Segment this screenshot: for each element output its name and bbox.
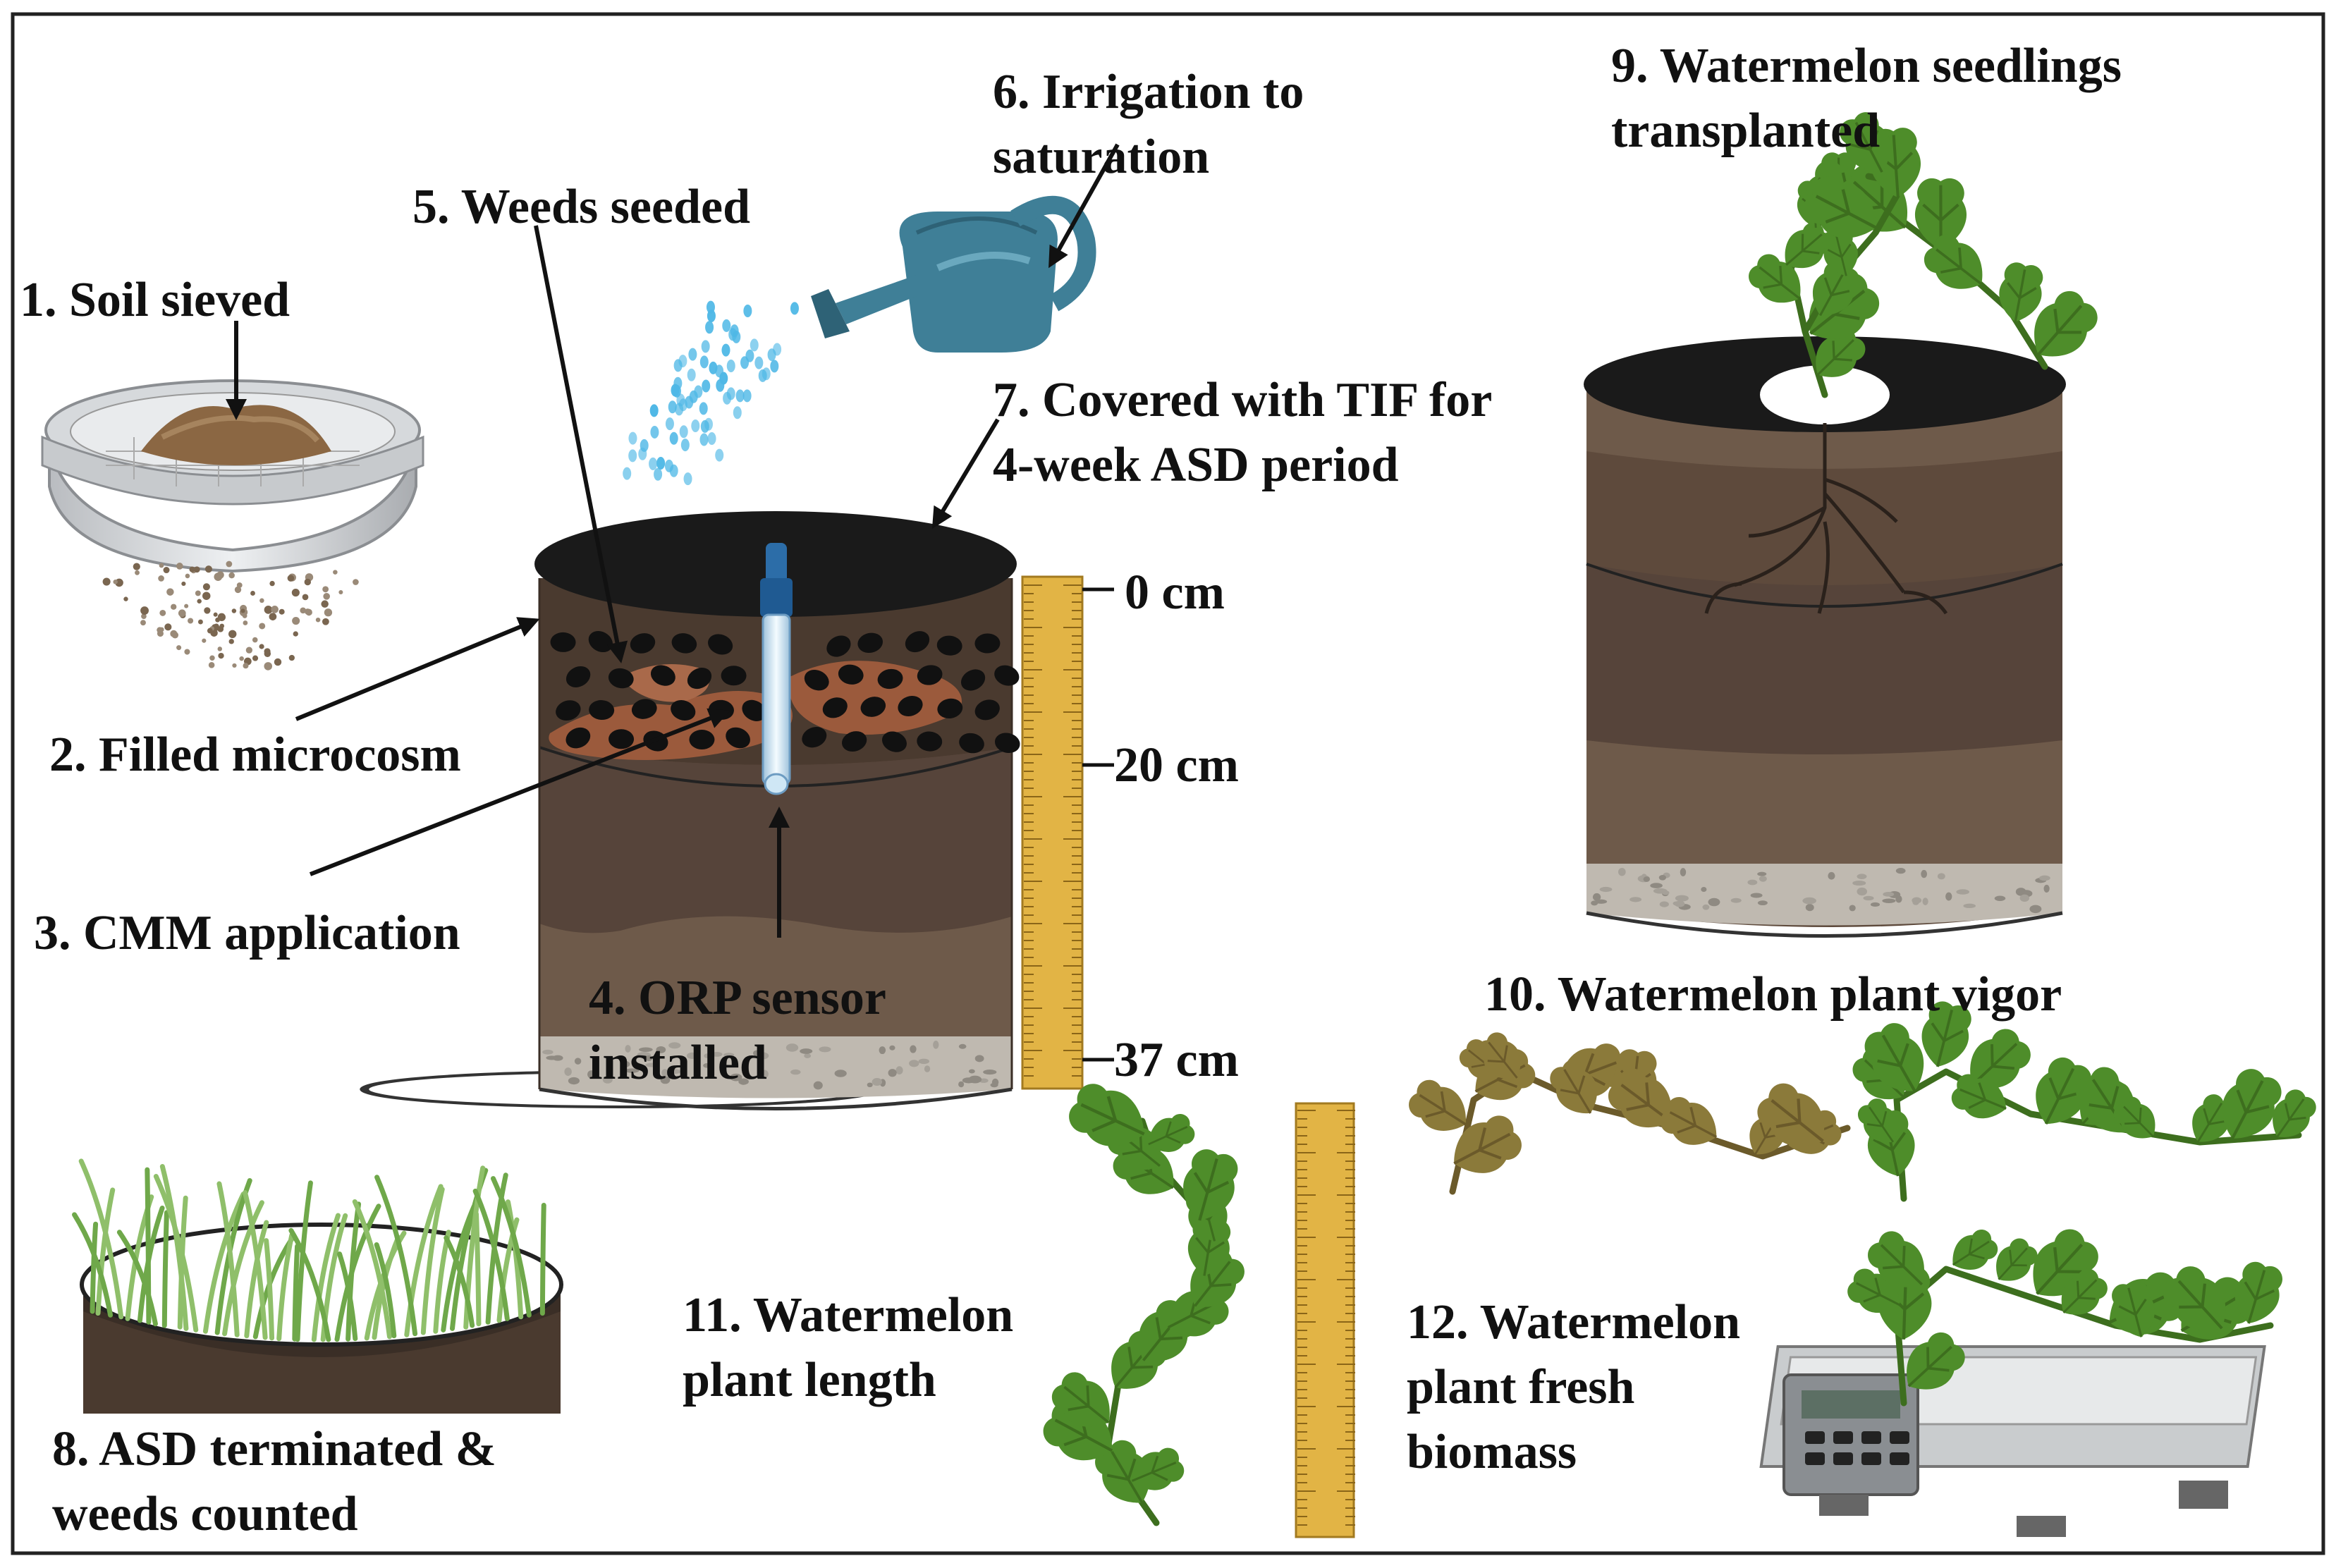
step-8-line-1: 8. ASD terminated &: [52, 1422, 496, 1476]
step-4-line-1: 4. ORP sensor: [589, 971, 886, 1025]
vigorous-plant-icon: [1852, 1001, 2316, 1202]
watering-can-icon: [811, 195, 1096, 353]
seedling-icon: [1749, 112, 2098, 398]
depth-20-label: 20 cm: [1114, 738, 1239, 792]
gravel-layer: [542, 1041, 999, 1090]
step-9-line-2: transplanted: [1611, 104, 1881, 158]
depth-37-label: 37 cm: [1114, 1033, 1239, 1087]
depth-0-label: 0 cm: [1125, 565, 1225, 620]
step-7-line-1: 7. Covered with TIF for: [993, 373, 1493, 427]
step-11-line-2: plant length: [683, 1353, 936, 1407]
step-1-label: 1. Soil sieved: [20, 273, 291, 327]
step-4-line-2: installed: [589, 1036, 767, 1090]
sieve-icon: [41, 379, 424, 573]
step-2-label: 2. Filled microcosm: [49, 728, 461, 782]
step-5-label: 5. Weeds seeded: [412, 180, 750, 234]
arrow-filled: [295, 617, 540, 721]
gravel-layer-9: [1591, 867, 2050, 914]
plant-on-scale: [1847, 1229, 2282, 1407]
step-3-label: 3. CMM application: [34, 906, 460, 960]
step-6-line-1: 6. Irrigation to: [993, 65, 1304, 119]
arrow-cmm: [309, 708, 730, 876]
wilted-plant-icon: [1409, 1032, 1851, 1195]
step-11-line-1: 11. Watermelon: [683, 1288, 1014, 1342]
step-8-line-2: weeds counted: [52, 1487, 358, 1541]
roots: [1704, 423, 1948, 615]
arrow-tif: [931, 418, 1000, 529]
arrow-weeds: [534, 225, 628, 663]
arrows: [226, 143, 1120, 938]
weed-seeds: [550, 631, 1020, 754]
step-9-line-1: 9. Watermelon seedlings: [1611, 39, 2122, 93]
step-10-label: 10. Watermelon plant vigor: [1484, 967, 2062, 1022]
arrow-irrigation: [1048, 143, 1120, 269]
weeds-icon: [72, 1158, 546, 1342]
step-12-line-1: 12. Watermelon: [1407, 1295, 1741, 1349]
plant-length-specimen: [1043, 1084, 1245, 1526]
step-12-line-2: plant fresh: [1407, 1360, 1635, 1414]
step-12-line-3: biomass: [1407, 1425, 1577, 1479]
step-6-line-2: saturation: [993, 130, 1210, 184]
ruler-length-icon: [1295, 1102, 1355, 1538]
scale-icon: [1759, 1345, 2266, 1537]
water-drops: [623, 300, 799, 486]
weed-microcosm: [80, 1223, 563, 1414]
sieve-soil-particles: [102, 561, 359, 670]
orp-sensor-icon: [760, 543, 793, 795]
step-7-line-2: 4-week ASD period: [993, 438, 1399, 492]
ruler-icon: [1021, 575, 1114, 1090]
diagram-frame: [11, 12, 2325, 1555]
